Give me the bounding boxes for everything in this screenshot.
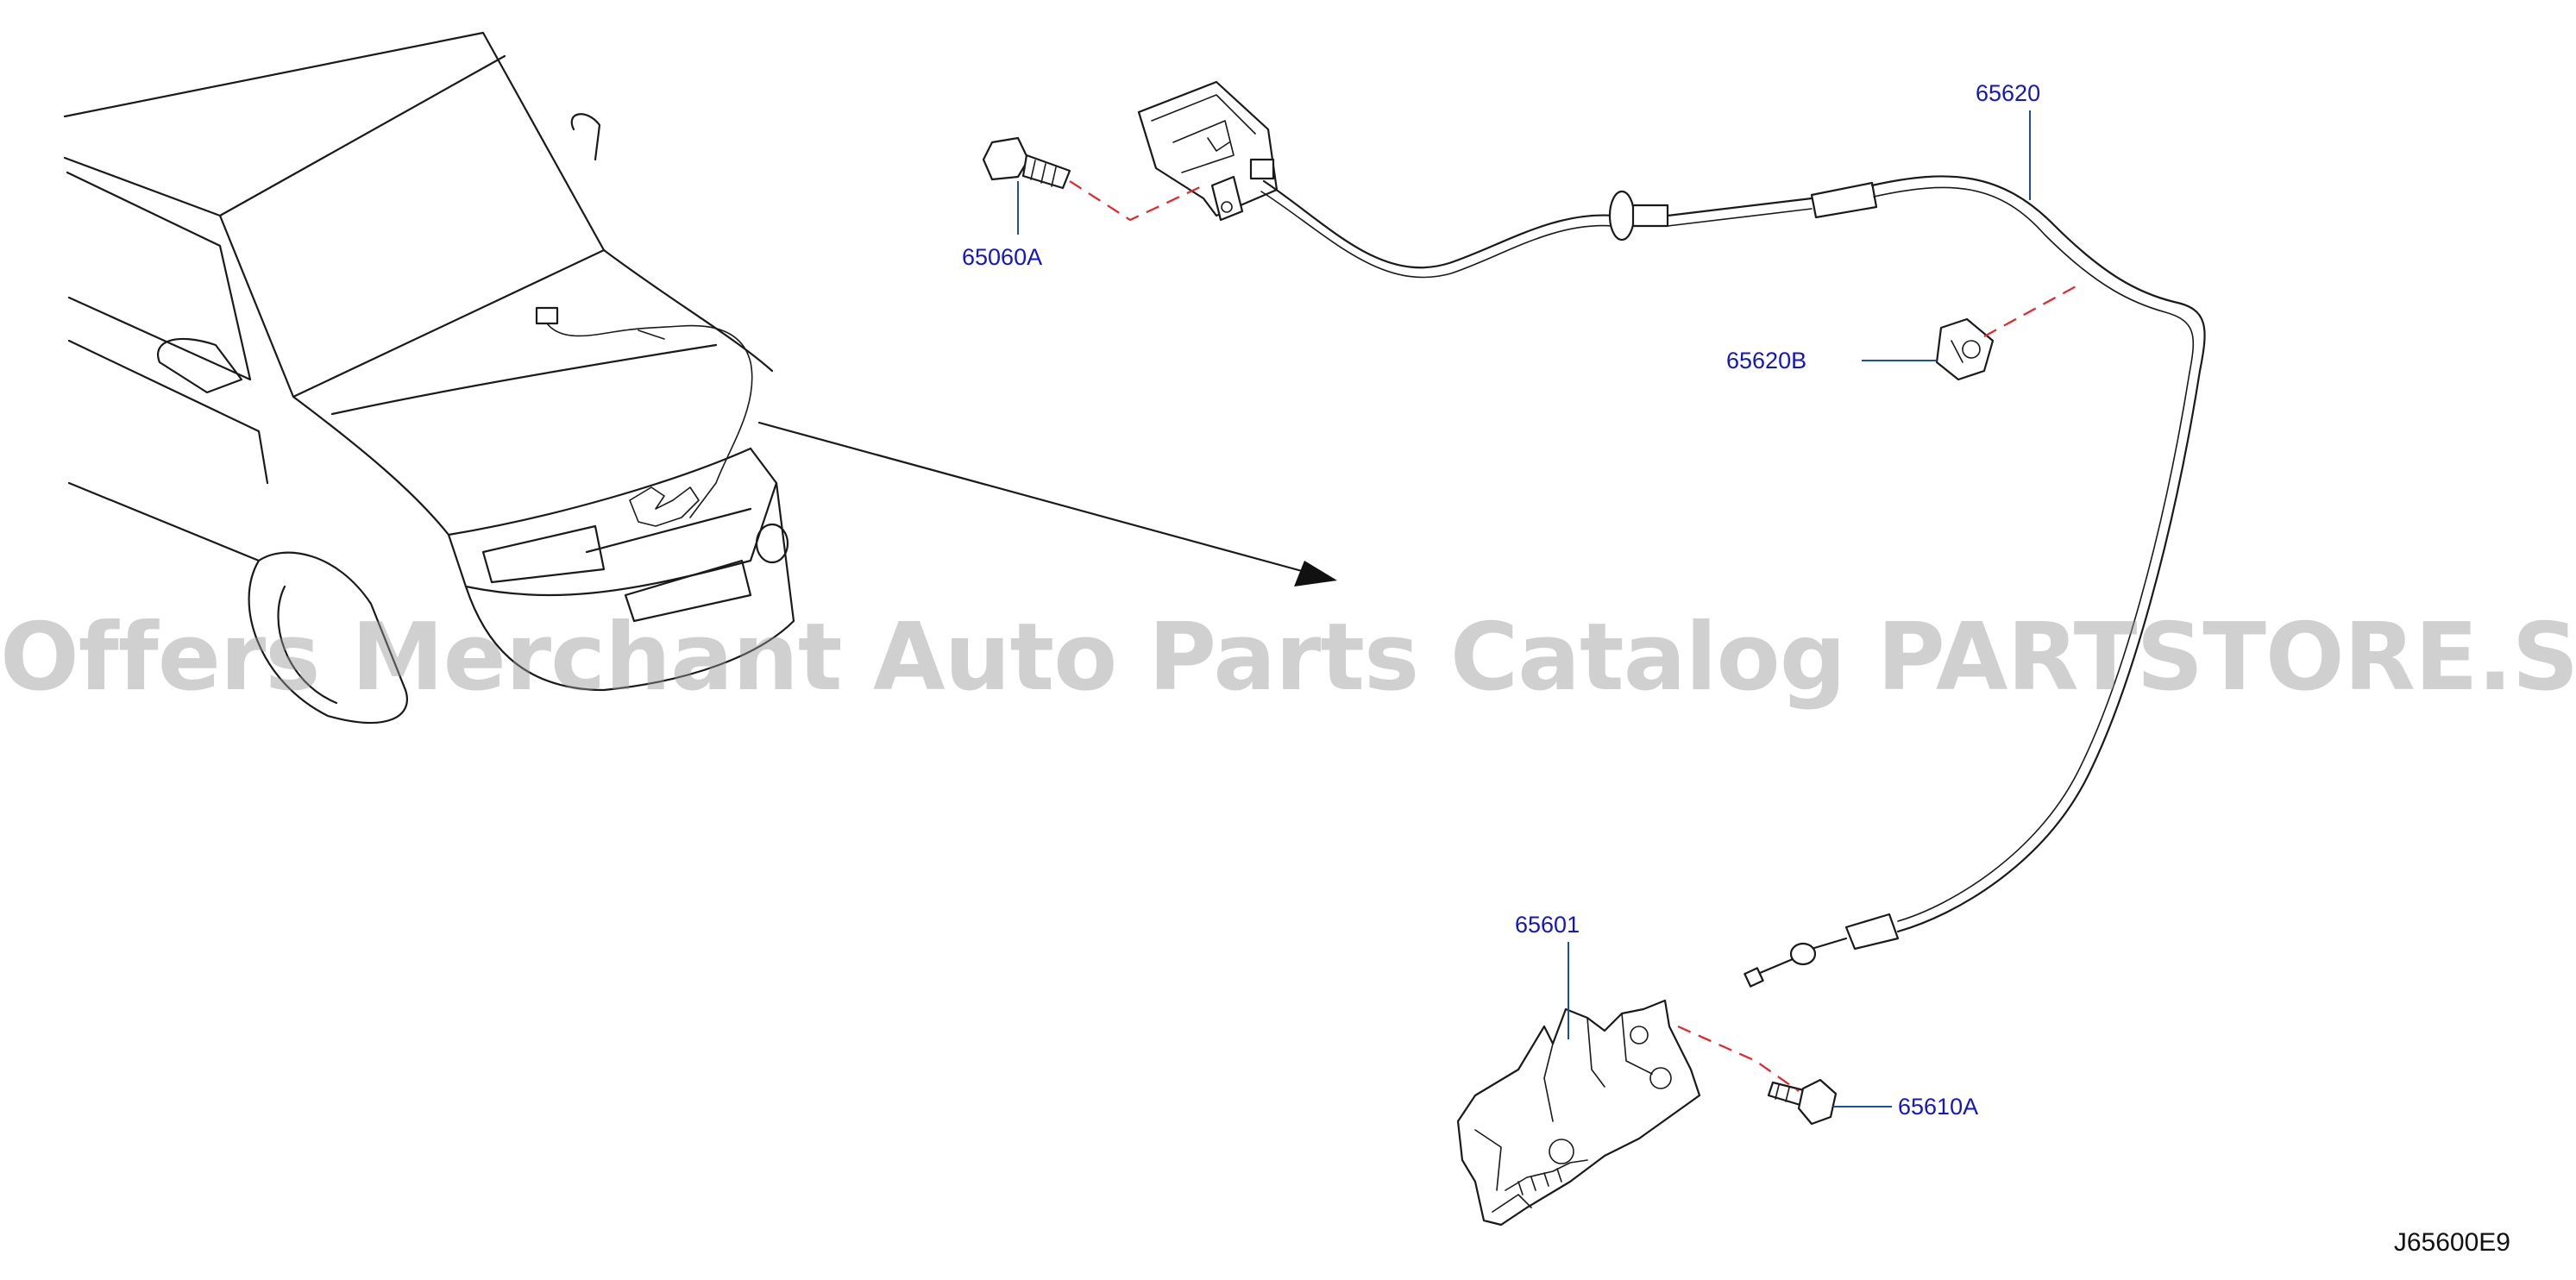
car-illustration — [63, 31, 795, 725]
label-bolt-top[interactable]: 65060A — [962, 244, 1043, 270]
cable-clip — [1935, 317, 1995, 381]
bolt-bottom — [1767, 1078, 1838, 1126]
label-bolt-bottom[interactable]: 65610A — [1898, 1094, 1979, 1120]
label-clip[interactable]: 65620B — [1726, 348, 1807, 373]
diagram-code: J65600E9 — [2393, 1228, 2510, 1257]
hood-lock — [1456, 999, 1701, 1227]
alignment-lines — [1069, 180, 2080, 1092]
label-lock[interactable]: 65601 — [1515, 912, 1580, 938]
bolt-top — [982, 136, 1071, 190]
leader-lines — [1017, 110, 2031, 1107]
label-cable[interactable]: 65620 — [1976, 80, 2041, 106]
direction-arrow — [757, 421, 1337, 587]
cable-assembly — [1260, 175, 2206, 988]
hood-release-handle — [1137, 80, 1279, 222]
